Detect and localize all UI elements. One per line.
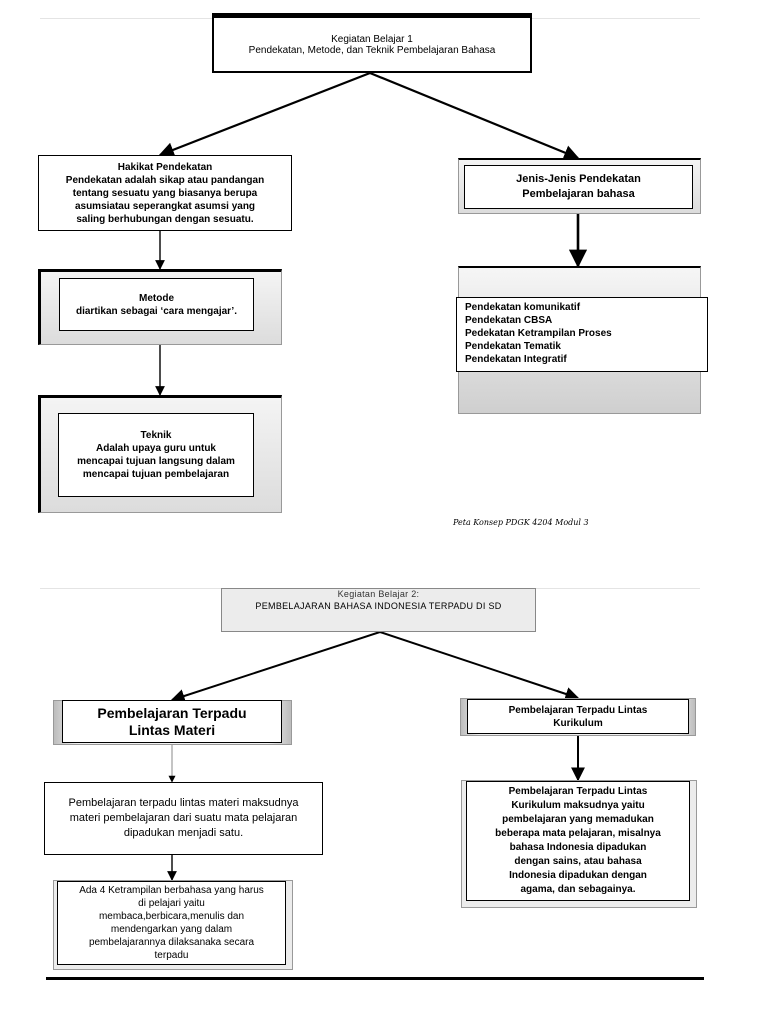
lintas-kurikulum-desc-line-4: beberapa mata pelajaran, misalnya: [495, 828, 661, 839]
jenis-list-box: Pendekatan komunikatif Pendekatan CBSA P…: [456, 297, 708, 372]
lintas-kurikulum-line-2: Kurikulum: [553, 717, 603, 729]
arrow-title2-to-lintas-materi: [170, 631, 381, 703]
hakikat-line-3: tentang sesuatu yang biasanya berupa: [72, 187, 258, 199]
teknik-box: Teknik Adalah upaya guru untuk mencapai …: [58, 413, 254, 497]
hakikat-line-2: Pendekatan adalah sikap atau pandangan: [65, 174, 265, 186]
lintas-materi-line-1: Pembelajaran Terpadu: [97, 704, 247, 721]
lintas-kurikulum-desc-line-6: dengan sains, atau bahasa: [514, 856, 642, 867]
hakikat-line-5: saling berhubungan dengan sesuatu.: [76, 213, 254, 225]
metode-definition: diartikan sebagai ‘cara mengajar’.: [75, 305, 237, 317]
hakikat-line-1: Hakikat Pendekatan: [117, 161, 213, 173]
teknik-line-4: mencapai tujuan pembelajaran: [82, 469, 230, 480]
kegiatan-belajar-1-title: Kegiatan Belajar 1: [331, 33, 413, 45]
lintas-kurikulum-desc-line-3: pembelajaran yang memadukan: [502, 814, 654, 825]
kegiatan-belajar-2-title: Kegiatan Belajar 2:: [337, 589, 420, 599]
kegiatan-belajar-2-box: Kegiatan Belajar 2: PEMBELAJARAN BAHASA …: [221, 588, 536, 632]
keterampilan-line-3: membaca,berbicara,menulis dan: [98, 911, 245, 922]
lintas-materi-box: Pembelajaran Terpadu Lintas Materi: [62, 700, 282, 743]
hakikat-pendekatan-box: Hakikat Pendekatan Pendekatan adalah sik…: [38, 155, 292, 231]
teknik-line-2: Adalah upaya guru untuk: [95, 443, 216, 454]
lintas-materi-desc-line-3: dipadukan menjadi satu.: [123, 827, 244, 839]
arrow-title2-to-lintas-kurikulum: [379, 631, 580, 701]
lintas-materi-line-2: Lintas Materi: [128, 721, 216, 738]
lintas-kurikulum-desc-line-5: bahasa Indonesia dipadukan: [509, 842, 647, 853]
jenis-item-integratif: Pendekatan Integratif: [465, 354, 567, 365]
jenis-item-komunikatif: Pendekatan komunikatif: [465, 302, 581, 313]
lintas-materi-desc-line-2: materi pembelajaran dari suatu mata pela…: [69, 812, 298, 824]
jenis-item-cbsa: Pendekatan CBSA: [465, 315, 553, 326]
peta-konsep-caption: Peta Konsep PDGK 4204 Modul 3: [453, 518, 589, 527]
lintas-kurikulum-desc-line-7: Indonesia dipadukan dengan: [509, 870, 647, 881]
lintas-kurikulum-line-1: Pembelajaran Terpadu Lintas: [508, 704, 648, 716]
lintas-kurikulum-desc-box: Pembelajaran Terpadu Lintas Kurikulum ma…: [466, 781, 690, 901]
lintas-kurikulum-box: Pembelajaran Terpadu Lintas Kurikulum: [467, 699, 689, 734]
metode-title: Metode: [139, 292, 174, 304]
lintas-materi-desc-box: Pembelajaran terpadu lintas materi maksu…: [44, 782, 323, 855]
keterampilan-line-5: pembelajarannya dilaksanaka secara: [88, 937, 255, 948]
kegiatan-belajar-1-subtitle: Pendekatan, Metode, dan Teknik Pembelaja…: [248, 44, 496, 56]
arrow-title1-to-jenis: [369, 71, 580, 160]
jenis-pendekatan-line-1: Jenis-Jenis Pendekatan: [516, 173, 641, 185]
bottom-rule: [46, 977, 704, 980]
teknik-line-3: mencapai tujuan langsung dalam: [77, 456, 235, 467]
jenis-item-tematik: Pendekatan Tematik: [465, 341, 561, 352]
lintas-kurikulum-desc-line-2: Kurikulum maksudnya yaitu: [511, 800, 645, 811]
keterampilan-box: Ada 4 Ketrampilan berbahasa yang harus d…: [57, 881, 286, 965]
jenis-item-ketrampilan-proses: Pedekatan Ketrampilan Proses: [465, 328, 612, 339]
keterampilan-line-6: terpadu: [154, 950, 189, 961]
jenis-pendekatan-box: Jenis-Jenis Pendekatan Pembelajaran baha…: [464, 165, 693, 209]
hakikat-line-4: asumsiatau seperangkat asumsi yang: [74, 200, 256, 212]
arrow-title1-to-hakikat: [158, 71, 371, 158]
keterampilan-line-2: di pelajari yaitu: [138, 898, 205, 909]
lintas-kurikulum-desc-line-8: agama, dan sebagainya.: [520, 884, 636, 895]
jenis-pendekatan-line-2: Pembelajaran bahasa: [522, 188, 635, 200]
kegiatan-belajar-2-subtitle: PEMBELAJARAN BAHASA INDONESIA TERPADU DI…: [255, 601, 502, 611]
teknik-line-1: Teknik: [140, 430, 172, 441]
kegiatan-belajar-1-box: Kegiatan Belajar 1 Pendekatan, Metode, d…: [212, 16, 532, 73]
keterampilan-line-1: Ada 4 Ketrampilan berbahasa yang harus: [79, 885, 264, 896]
metode-box: Metode diartikan sebagai ‘cara mengajar’…: [59, 278, 254, 331]
lintas-materi-desc-line-1: Pembelajaran terpadu lintas materi maksu…: [68, 797, 299, 809]
lintas-kurikulum-desc-line-1: Pembelajaran Terpadu Lintas: [508, 786, 648, 797]
keterampilan-line-4: mendengarkan yang dalam: [110, 924, 233, 935]
